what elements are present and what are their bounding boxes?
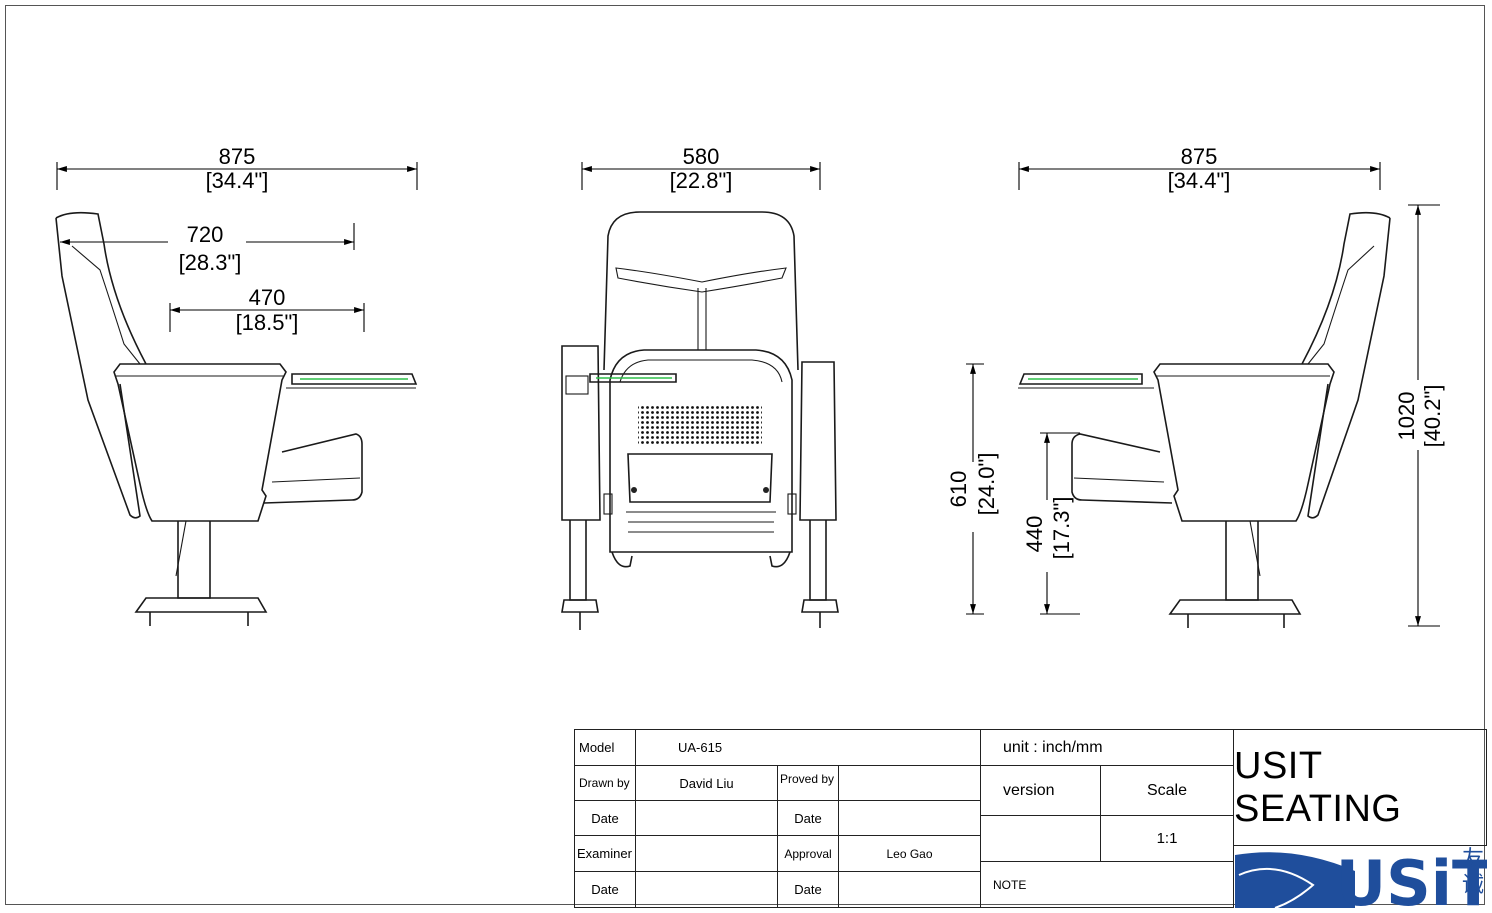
chair-back-rear	[1307, 217, 1391, 519]
backrest	[603, 211, 799, 371]
note-label: NOTE	[980, 861, 1234, 908]
seat-screw	[763, 487, 769, 493]
seat-screw	[631, 487, 637, 493]
leg-shading	[1249, 520, 1261, 577]
examiner-value	[635, 835, 778, 872]
approval-value: Leo Gao	[838, 835, 981, 872]
side-view-left: 875 [34.4"] 720 [28.3"] 470 [18.5"]	[55, 144, 418, 626]
tablet-hinge	[565, 375, 589, 395]
dim-seat-height-mm: 440	[1022, 516, 1047, 553]
company-name: USIT SEATING	[1234, 744, 1402, 830]
company-cell: USIT SEATING	[1233, 729, 1487, 846]
approval-label: Approval	[777, 835, 839, 872]
chair-back-and-arm	[1153, 211, 1391, 522]
side-view-right: 875 [34.4"] 610 [24.0"] 440 [17.3"] 1020…	[946, 144, 1445, 628]
proved-by-value	[838, 765, 981, 801]
back-handle	[615, 267, 787, 293]
arm-bracket	[787, 493, 797, 515]
dim-width-inch: [22.8"]	[670, 168, 733, 193]
dim-height-inch: [40.2"]	[1420, 385, 1445, 448]
back-cushion-line	[71, 245, 141, 365]
dim-depth-inch: [34.4"]	[1168, 168, 1231, 193]
seat-cushion	[1071, 433, 1173, 504]
seat-cushion-lines	[626, 511, 776, 533]
drawn-by-value: David Liu	[635, 765, 778, 801]
date-value	[635, 800, 778, 836]
examiner-label: Examiner	[574, 835, 636, 872]
seat-pan	[627, 453, 773, 503]
front-view: 580 [22.8"]	[561, 144, 839, 630]
leg-shading	[175, 520, 187, 577]
right-leg	[809, 520, 827, 601]
unit-label: unit : inch/mm	[980, 729, 1234, 766]
dim-seat-back-mm: 720	[187, 222, 224, 247]
dim-seat-height-inch: [17.3"]	[1049, 497, 1074, 560]
chair-leg	[177, 521, 211, 599]
date-label: Date	[574, 871, 636, 908]
version-label: version	[980, 765, 1101, 816]
dim-arm-height-inch: [24.0"]	[974, 453, 999, 516]
date-label: Date	[574, 800, 636, 836]
right-foot	[801, 599, 839, 613]
date-label: Date	[777, 800, 839, 836]
drawn-by-label: Drawn by	[574, 765, 636, 801]
chair-back-and-arm	[55, 211, 287, 522]
dim-width-mm: 580	[683, 144, 720, 169]
chair-back-rear	[55, 217, 141, 519]
date-label: Date	[777, 871, 839, 908]
dim-height-mm: 1020	[1394, 392, 1419, 441]
logo-graphic: USiT	[1235, 847, 1487, 908]
logo-cjk: 友诚	[1461, 847, 1484, 898]
dim-depth-inch: [34.4"]	[206, 168, 269, 193]
chair-leg	[1225, 521, 1259, 601]
scale-label: Scale	[1100, 765, 1234, 816]
logo-wordmark: USiT	[1336, 847, 1487, 908]
date-value	[838, 871, 981, 908]
model-value: UA-615	[635, 729, 981, 766]
version-value	[980, 815, 1101, 862]
dim-tablet-inch: [18.5"]	[236, 310, 299, 335]
logo-orbit	[1238, 867, 1315, 908]
dim-arm-height-mm: 610	[946, 471, 971, 508]
dim-depth-mm: 875	[1181, 144, 1218, 169]
dim-depth-mm: 875	[219, 144, 256, 169]
ventilation-holes	[638, 404, 762, 446]
dim-tablet-mm: 470	[249, 285, 286, 310]
proved-by-label: Proved by	[777, 765, 839, 801]
right-arm-panel	[799, 361, 837, 521]
title-block: Model UA-615 unit : inch/mm Drawn by Dav…	[574, 729, 1487, 908]
seat-cushion-line	[1073, 477, 1165, 483]
date-value	[838, 800, 981, 836]
logo-swoosh	[1235, 852, 1355, 908]
writing-tablet	[1018, 373, 1143, 385]
writing-tablet	[291, 373, 418, 385]
left-arm-panel	[561, 345, 601, 521]
seat-cushion	[263, 433, 363, 504]
scale-value: 1:1	[1100, 815, 1234, 862]
left-leg	[569, 520, 587, 601]
date-value	[635, 871, 778, 908]
dim-seat-back-inch: [28.3"]	[179, 250, 242, 275]
tablet-folded	[589, 373, 677, 383]
company-logo: USiT 友诚	[1235, 845, 1487, 908]
seat-frame-inner	[619, 359, 783, 383]
floor-plate	[134, 597, 268, 613]
left-foot	[561, 599, 599, 613]
seat-frame	[609, 349, 793, 553]
floor-plate	[1168, 599, 1302, 615]
drawing-frame	[5, 5, 1485, 905]
seat-cushion-line	[271, 477, 361, 483]
model-label: Model	[574, 729, 636, 766]
back-cushion-line	[1307, 245, 1375, 365]
seat-feet	[611, 551, 791, 568]
arm-bracket	[603, 493, 613, 515]
